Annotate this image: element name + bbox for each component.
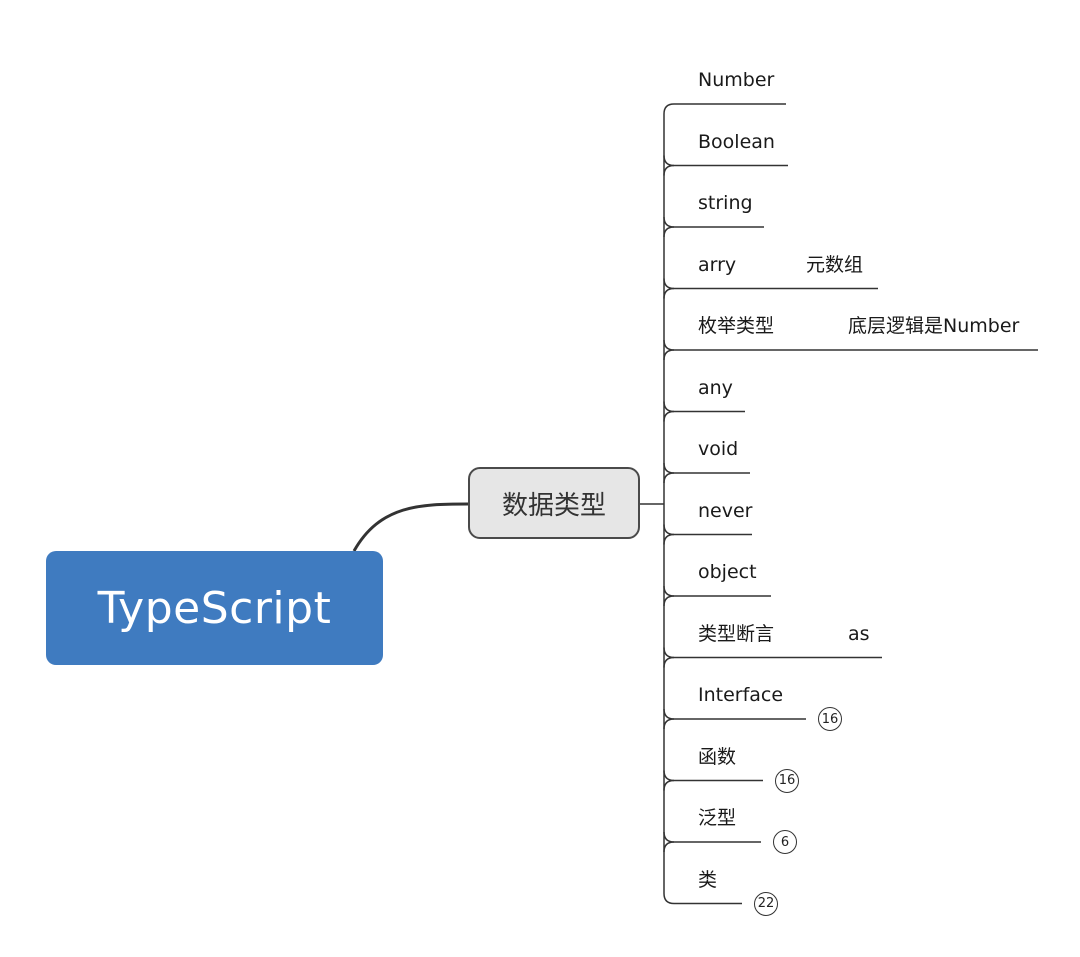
branch-label[interactable]: Number bbox=[698, 69, 775, 91]
branch-label[interactable]: any bbox=[698, 376, 733, 399]
branch-label[interactable]: string bbox=[698, 192, 753, 214]
connector bbox=[663, 647, 882, 659]
topic-node-data-types[interactable]: 数据类型 bbox=[468, 467, 640, 539]
connector bbox=[663, 533, 675, 545]
topic-label: 数据类型 bbox=[501, 490, 606, 521]
connector bbox=[663, 656, 675, 668]
connector bbox=[663, 472, 675, 484]
connector bbox=[663, 226, 675, 238]
branch-label[interactable]: Boolean bbox=[698, 130, 775, 153]
root-node[interactable]: TypeScript bbox=[46, 551, 383, 665]
connector bbox=[663, 831, 761, 843]
collapsed-count-badge[interactable]: 16 bbox=[818, 707, 842, 731]
connector bbox=[663, 103, 786, 115]
branch-label[interactable]: object bbox=[698, 561, 757, 583]
connector bbox=[352, 502, 469, 552]
collapsed-count-badge[interactable]: 22 bbox=[754, 891, 778, 916]
connector bbox=[663, 893, 742, 905]
branch-child-label[interactable]: as bbox=[848, 622, 870, 645]
branch-label[interactable]: never bbox=[698, 499, 753, 522]
connector bbox=[663, 164, 675, 176]
branch-label[interactable]: 泛型 bbox=[698, 807, 737, 829]
connector bbox=[663, 708, 806, 720]
connector bbox=[663, 349, 675, 361]
branch-label[interactable]: 类型断言 bbox=[698, 622, 775, 645]
connector bbox=[663, 462, 750, 474]
branch-label[interactable]: void bbox=[698, 438, 739, 460]
connector bbox=[663, 770, 763, 782]
connector bbox=[663, 718, 675, 730]
collapsed-count-badge[interactable]: 6 bbox=[773, 830, 797, 854]
connector bbox=[663, 524, 752, 536]
root-label: TypeScript bbox=[97, 582, 332, 634]
connector bbox=[663, 278, 878, 290]
branch-label[interactable]: 枚举类型 bbox=[698, 315, 775, 337]
connector bbox=[663, 401, 745, 413]
branch-child-label[interactable]: 元数组 bbox=[806, 253, 864, 276]
connector bbox=[663, 841, 675, 853]
connector bbox=[663, 585, 771, 597]
connector bbox=[663, 155, 788, 167]
branch-child-label[interactable]: 底层逻辑是Number bbox=[848, 315, 1020, 337]
connector bbox=[663, 779, 675, 791]
branch-label[interactable]: 类 bbox=[698, 868, 718, 891]
connector bbox=[663, 339, 1038, 351]
connector bbox=[663, 216, 764, 228]
branch-label[interactable]: 函数 bbox=[698, 745, 737, 768]
connector bbox=[663, 410, 675, 422]
connector bbox=[663, 287, 675, 299]
connector bbox=[663, 595, 675, 607]
branch-label[interactable]: arry bbox=[698, 253, 737, 276]
branch-label[interactable]: Interface bbox=[698, 684, 784, 706]
collapsed-count-badge[interactable]: 16 bbox=[775, 768, 799, 793]
